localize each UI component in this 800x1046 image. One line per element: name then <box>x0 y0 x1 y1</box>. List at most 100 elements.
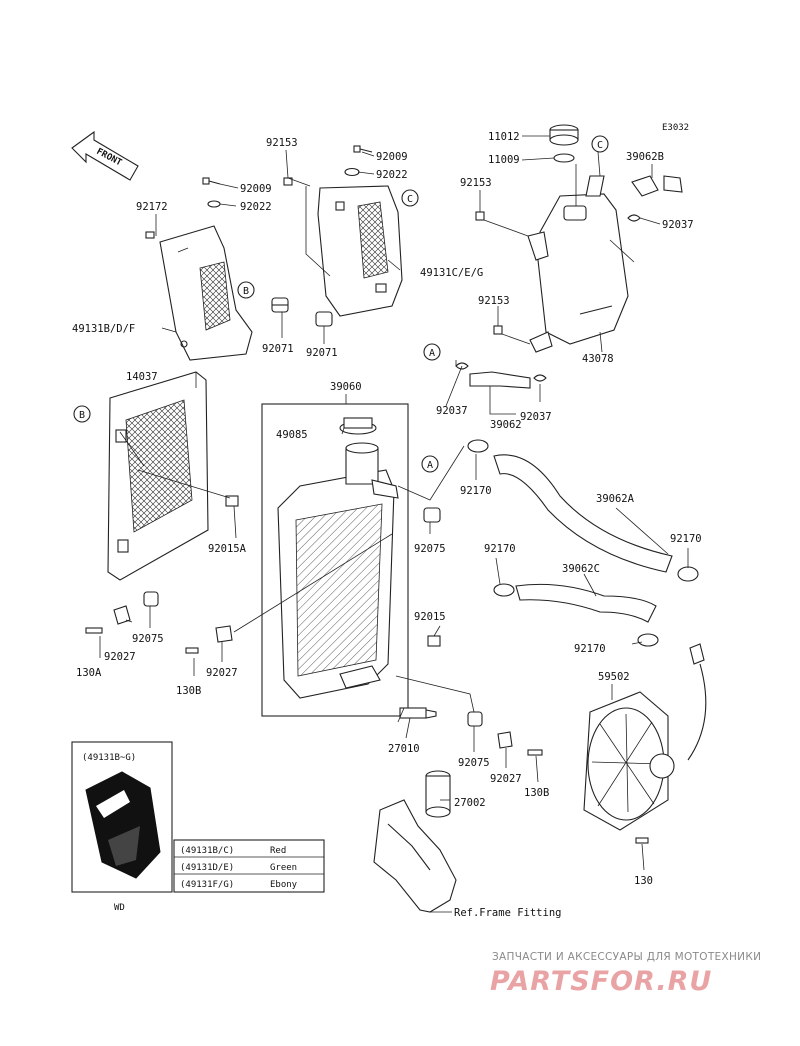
color-table-color-2: Ebony <box>270 880 298 890</box>
bolt-92172-icon <box>145 231 155 239</box>
bolt-130-icon <box>635 837 649 844</box>
bolt-130B-right-icon <box>527 749 543 756</box>
part-label-27010: 27010 <box>388 743 420 755</box>
radiator-frame <box>261 403 409 717</box>
relay-27002-icon <box>425 770 451 818</box>
callout-c-tank: C <box>591 135 609 153</box>
color-table-color-0: Red <box>270 846 286 856</box>
part-label-130B-right: 130B <box>524 787 549 799</box>
bolt-130A-icon <box>85 627 103 634</box>
bolt-92153-tank-icon <box>475 211 485 221</box>
clamp-92037-top-icon <box>627 214 641 222</box>
part-label-49085: 49085 <box>276 429 308 441</box>
part-label-130B-left: 130B <box>176 685 201 697</box>
grommet-92071-right-icon <box>315 311 333 327</box>
part-label-92037-top: 92037 <box>662 219 694 231</box>
part-label-49131CEG: 49131C/E/G <box>420 267 483 279</box>
shroud-decal-icon <box>85 771 161 879</box>
part-label-92075-left: 92075 <box>132 633 164 645</box>
reservoir-tank <box>527 175 629 353</box>
callout-c-shroud: C <box>401 189 419 207</box>
part-label-92153-tank-low: 92153 <box>478 295 510 307</box>
part-label-92172: 92172 <box>136 201 168 213</box>
radiator-cap-49085-icon <box>339 417 377 435</box>
part-label-92037-left: 92037 <box>436 405 468 417</box>
part-labels: 11012 11009 39062B 92153 92037 92153 430… <box>72 131 702 887</box>
part-label-92022-right: 92022 <box>376 169 408 181</box>
part-label-92071-left: 92071 <box>262 343 294 355</box>
cooling-fan-59502 <box>583 643 707 831</box>
diagram-code: E3032 <box>662 123 689 133</box>
clamp-92170-c-icon <box>493 583 515 597</box>
svg-text:A: A <box>427 460 433 471</box>
part-label-39062C: 39062C <box>562 563 600 575</box>
part-label-92075-bottom: 92075 <box>458 757 490 769</box>
bolt-130B-left-icon <box>185 647 199 654</box>
decal-box: (49131B~G) WD <box>71 741 173 913</box>
part-label-11012: 11012 <box>488 131 520 143</box>
part-label-92170-a: 92170 <box>460 485 492 497</box>
grommet-92075-top-icon <box>423 507 441 523</box>
callout-b-shroud: B <box>237 281 255 299</box>
collar-92027-bottom-icon <box>497 731 513 749</box>
part-label-92015A: 92015A <box>208 543 247 555</box>
part-label-11009: 11009 <box>488 154 520 166</box>
washer-92022-right-icon <box>344 167 360 177</box>
hose-39062B-icon <box>631 175 683 197</box>
right-shroud <box>317 185 403 317</box>
part-label-92022-left: 92022 <box>240 201 272 213</box>
left-shroud <box>159 225 253 361</box>
grommet-92075-bottom-icon <box>467 711 483 727</box>
bolt-92009-right-icon <box>353 145 373 153</box>
grommet-92075-left-icon <box>143 591 159 607</box>
reservoir-cap-11012-icon <box>549 124 579 146</box>
clamp-92170-b-icon <box>677 566 699 582</box>
part-label-92071-right: 92071 <box>306 347 338 359</box>
grommet-92071-left-icon <box>271 297 289 313</box>
part-label-92027-bottom: 92027 <box>490 773 522 785</box>
gasket-11009-icon <box>553 153 575 163</box>
frame-bracket <box>373 799 457 913</box>
svg-text:B: B <box>243 286 249 297</box>
color-table-code-1: (49131D/E) <box>180 863 234 873</box>
part-label-92027-mid: 92027 <box>206 667 238 679</box>
part-label-92015: 92015 <box>414 611 446 623</box>
part-label-59502: 59502 <box>598 671 630 683</box>
part-label-27002: 27002 <box>454 797 486 809</box>
radiator-39060 <box>277 442 399 699</box>
color-table-code-2: (49131F/G) <box>180 880 234 890</box>
color-table-code-0: (49131B/C) <box>180 846 234 856</box>
collar-92027-left-icon <box>113 605 131 625</box>
part-label-14037: 14037 <box>126 371 158 383</box>
front-arrow-icon: FRONT <box>71 130 139 181</box>
decal-box-caption: WD <box>114 903 125 913</box>
callout-a-upper: A <box>423 343 441 361</box>
clip-92015A-icon <box>225 495 239 507</box>
part-label-92009-left: 92009 <box>240 183 272 195</box>
fan-switch-27010-icon <box>399 707 437 719</box>
part-label-130: 130 <box>634 875 653 887</box>
clip-92015-icon <box>427 635 441 647</box>
part-label-92027-left: 92027 <box>104 651 136 663</box>
part-label-49131BDF: 49131B/D/F <box>72 323 135 335</box>
part-label-43078: 43078 <box>582 353 614 365</box>
part-label-92009-right: 92009 <box>376 151 408 163</box>
svg-text:C: C <box>407 194 413 205</box>
bolt-92153-tank-low-icon <box>493 325 503 335</box>
svg-text:B: B <box>79 410 85 421</box>
hose-39062A <box>493 454 673 573</box>
ref-frame-note: Ref.Frame Fitting <box>454 907 561 919</box>
callout-a-lower: A <box>421 455 439 473</box>
part-label-92037-right: 92037 <box>520 411 552 423</box>
part-label-92170-b: 92170 <box>670 533 702 545</box>
callout-b-cover: B <box>73 405 91 423</box>
washer-92022-left-icon <box>207 200 221 208</box>
watermark-brand: PARTSFOR.RU <box>490 966 712 997</box>
bolt-92009-left-icon <box>202 177 221 185</box>
part-label-39062A: 39062A <box>596 493 635 505</box>
overflow-hose-39062 <box>455 362 547 389</box>
clamp-92170-d-icon <box>637 633 659 647</box>
part-label-92170-c: 92170 <box>484 543 516 555</box>
part-label-92153-shroud: 92153 <box>266 137 298 149</box>
